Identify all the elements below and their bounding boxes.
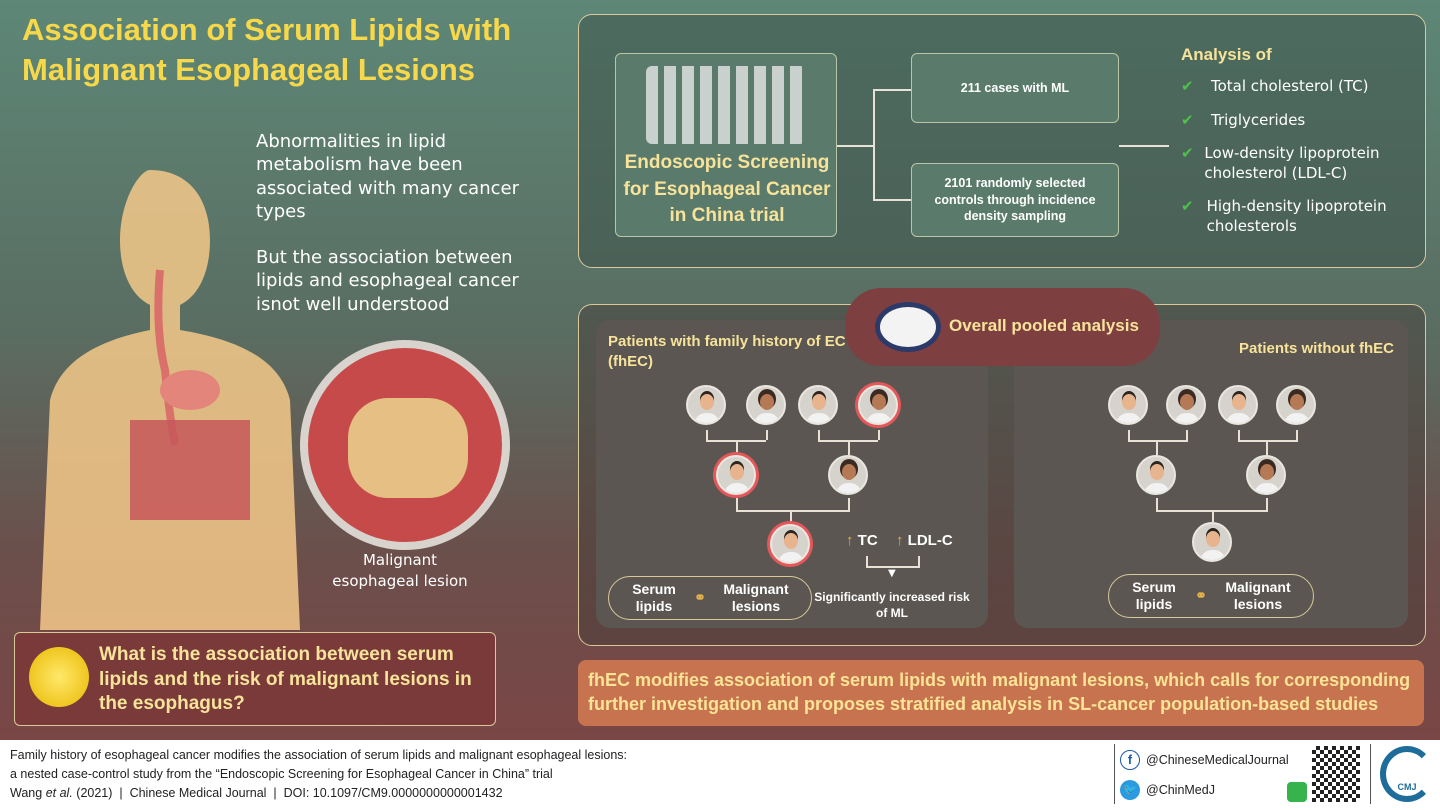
trial-box: Endoscopic Screening for Esophageal Canc…	[615, 53, 837, 237]
intro-text-2: But the association between lipids and e…	[256, 247, 519, 315]
facebook-icon: f	[1120, 750, 1140, 770]
cases-box: 211 cases with ML	[911, 53, 1119, 123]
analysis-item: ✔Total cholesterol (TC)	[1181, 77, 1369, 95]
trial-title: Endoscopic Screening for Esophageal Canc…	[623, 152, 831, 227]
fhec-heading: Patients with family history of EC (fhEC…	[608, 333, 846, 370]
page-title: Association of Serum Lipids with Maligna…	[22, 12, 512, 88]
no-fhec-association-pill: Serum lipids⚭Malignant lesions	[1108, 574, 1314, 618]
avatar-affected	[858, 385, 898, 425]
analysis-item: ✔High-density lipoprotein cholesterols	[1181, 197, 1387, 235]
twitter-link[interactable]: 🐦@ChinMedJ	[1120, 780, 1215, 800]
citation: Family history of esophageal cancer modi…	[10, 748, 628, 800]
no-fhec-panel: Patients without fhEC	[1014, 320, 1408, 628]
avatar	[686, 385, 726, 425]
people-icon	[646, 66, 806, 144]
avatar	[1166, 385, 1206, 425]
cmj-logo: CMJ	[1380, 746, 1434, 802]
avatar	[1136, 455, 1176, 495]
conclusion-text: fhEC modifies association of serum lipid…	[588, 670, 1411, 715]
twitter-icon: 🐦	[1120, 780, 1140, 800]
no-fhec-heading: Patients without fhEC	[1239, 340, 1394, 357]
tc-increase: ↑ TC	[846, 532, 878, 549]
body-silhouette	[40, 170, 300, 630]
analysis-item: ✔Triglycerides	[1181, 110, 1306, 129]
avatar	[828, 455, 868, 495]
infographic: Association of Serum Lipids with Maligna…	[0, 0, 1440, 740]
analysis-list: Analysis of ✔Total cholesterol (TC) ✔Tri…	[1181, 45, 1421, 250]
question-box: What is the association between serum li…	[14, 632, 496, 726]
avatar	[1108, 385, 1148, 425]
up-arrow-icon: ↑	[846, 532, 854, 549]
check-icon: ✔	[1181, 77, 1194, 95]
controls-box: 2101 randomly selected controls through …	[911, 163, 1119, 237]
analysis-item: ✔Low-density lipoprotein cholesterol (LD…	[1181, 144, 1380, 182]
avatar-affected	[716, 455, 756, 495]
check-icon: ✔	[1181, 144, 1194, 162]
pooled-label: Overall pooled analysis	[949, 316, 1139, 335]
intro-text-1: Abnormalities in lipid metabolism have b…	[256, 131, 519, 223]
lesion-illustration	[300, 340, 510, 550]
study-design-panel: Endoscopic Screening for Esophageal Canc…	[578, 14, 1426, 268]
avatar-affected	[770, 524, 810, 564]
up-arrow-icon: ↑	[896, 532, 904, 549]
wechat-icon	[1287, 782, 1307, 802]
pooled-analysis-badge: Overall pooled analysis	[845, 288, 1160, 366]
analysis-chart-icon	[875, 302, 941, 352]
avatar	[798, 385, 838, 425]
qr-code	[1312, 746, 1360, 802]
avatar	[746, 385, 786, 425]
check-icon: ✔	[1181, 110, 1194, 129]
footer: Family history of esophageal cancer modi…	[0, 740, 1440, 810]
avatar	[1218, 385, 1258, 425]
analysis-heading: Analysis of	[1181, 45, 1272, 64]
fhec-result: Significantly increased risk of ML	[814, 590, 970, 620]
check-icon: ✔	[1181, 197, 1194, 215]
avatar	[1246, 455, 1286, 495]
lipid-droplets-icon	[29, 647, 89, 707]
down-arrow-icon: ▼	[888, 568, 896, 579]
avatar	[1276, 385, 1316, 425]
lesion-label: Malignant esophageal lesion	[332, 551, 468, 590]
fhec-association-pill: Serum lipids⚭Malignant lesions	[608, 576, 812, 620]
ldl-increase: ↑ LDL-C	[896, 532, 953, 549]
avatar	[1192, 522, 1232, 562]
facebook-link[interactable]: f@ChineseMedicalJournal	[1120, 750, 1289, 770]
linked-chain-icon: ⚭	[694, 589, 706, 606]
linked-chain-icon: ⚭	[1195, 587, 1207, 604]
conclusion-bar: fhEC modifies association of serum lipid…	[578, 660, 1424, 726]
question-text: What is the association between serum li…	[99, 644, 472, 715]
